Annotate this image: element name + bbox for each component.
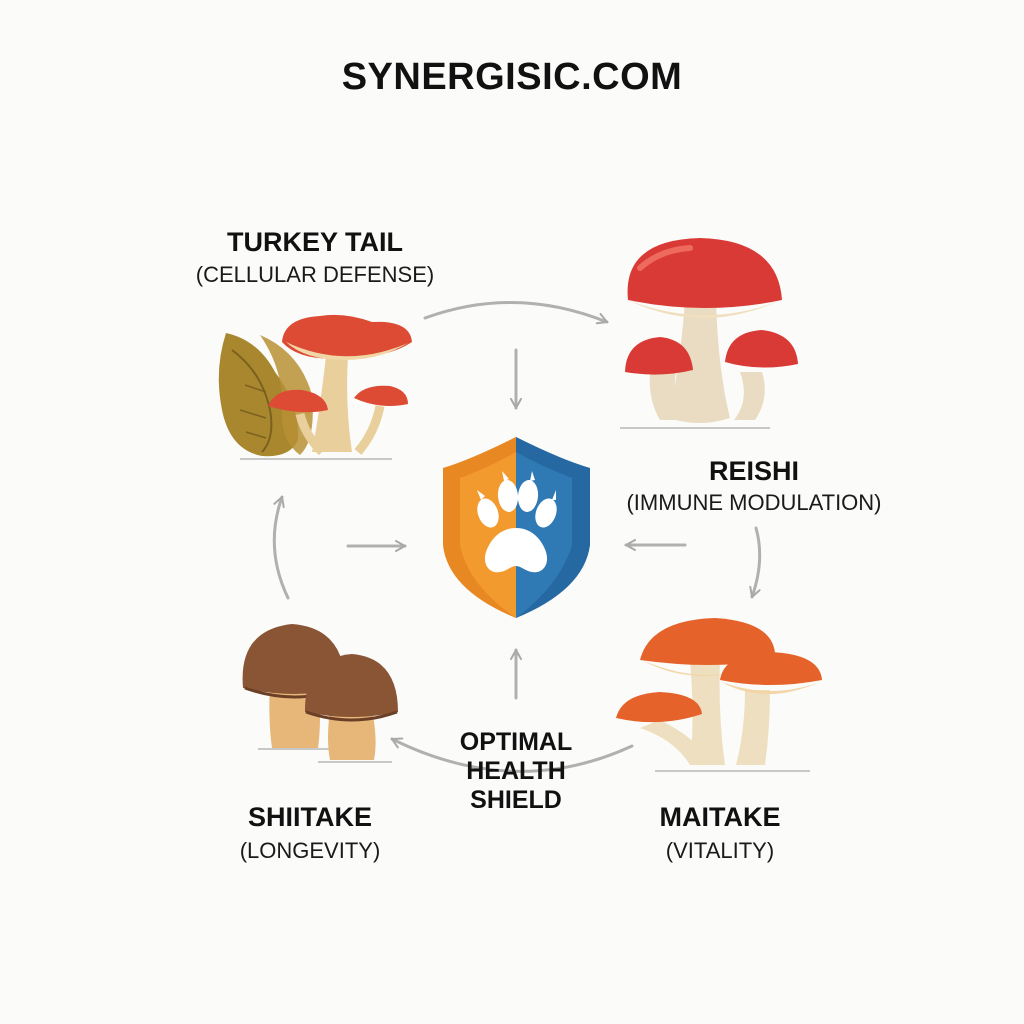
shield-paw-icon [443, 437, 590, 618]
center-label-line-1: OPTIMAL [459, 728, 573, 756]
arrow-shiitake-to-turkeytail [272, 495, 290, 600]
arrow-turkeytail-to-reishi [423, 301, 609, 325]
arrow-center-to-shiitake [390, 737, 634, 773]
turkey-tail-mushroom-icon [218, 314, 412, 460]
reishi-name: REISHI [708, 456, 800, 486]
turkey-tail-benefit: (CELLULAR DEFENSE) [195, 262, 435, 287]
maitake-name: MAITAKE [659, 802, 781, 832]
shiitake-mushroom-icon [242, 624, 398, 763]
center-label-line-3: SHIELD [470, 786, 562, 814]
shiitake-benefit: (LONGEVITY) [239, 838, 381, 863]
maitake-mushroom-icon [616, 618, 822, 772]
inward-arrows [346, 348, 687, 700]
cycle-arrows [272, 301, 762, 773]
center-label: OPTIMAL HEALTH SHIELD [426, 728, 606, 815]
shiitake-name: SHIITAKE [247, 802, 372, 832]
paw-icon [477, 471, 557, 573]
reishi-benefit: (IMMUNE MODULATION) [626, 490, 882, 515]
turkey-tail-name: TURKEY TAIL [226, 227, 403, 257]
maitake-benefit: (VITALITY) [665, 838, 775, 863]
site-title: SYNERGISIC.COM [341, 56, 683, 98]
reishi-mushroom-icon [620, 238, 798, 429]
arrow-reishi-to-maitake [749, 526, 762, 599]
center-label-line-2: HEALTH [466, 757, 566, 785]
